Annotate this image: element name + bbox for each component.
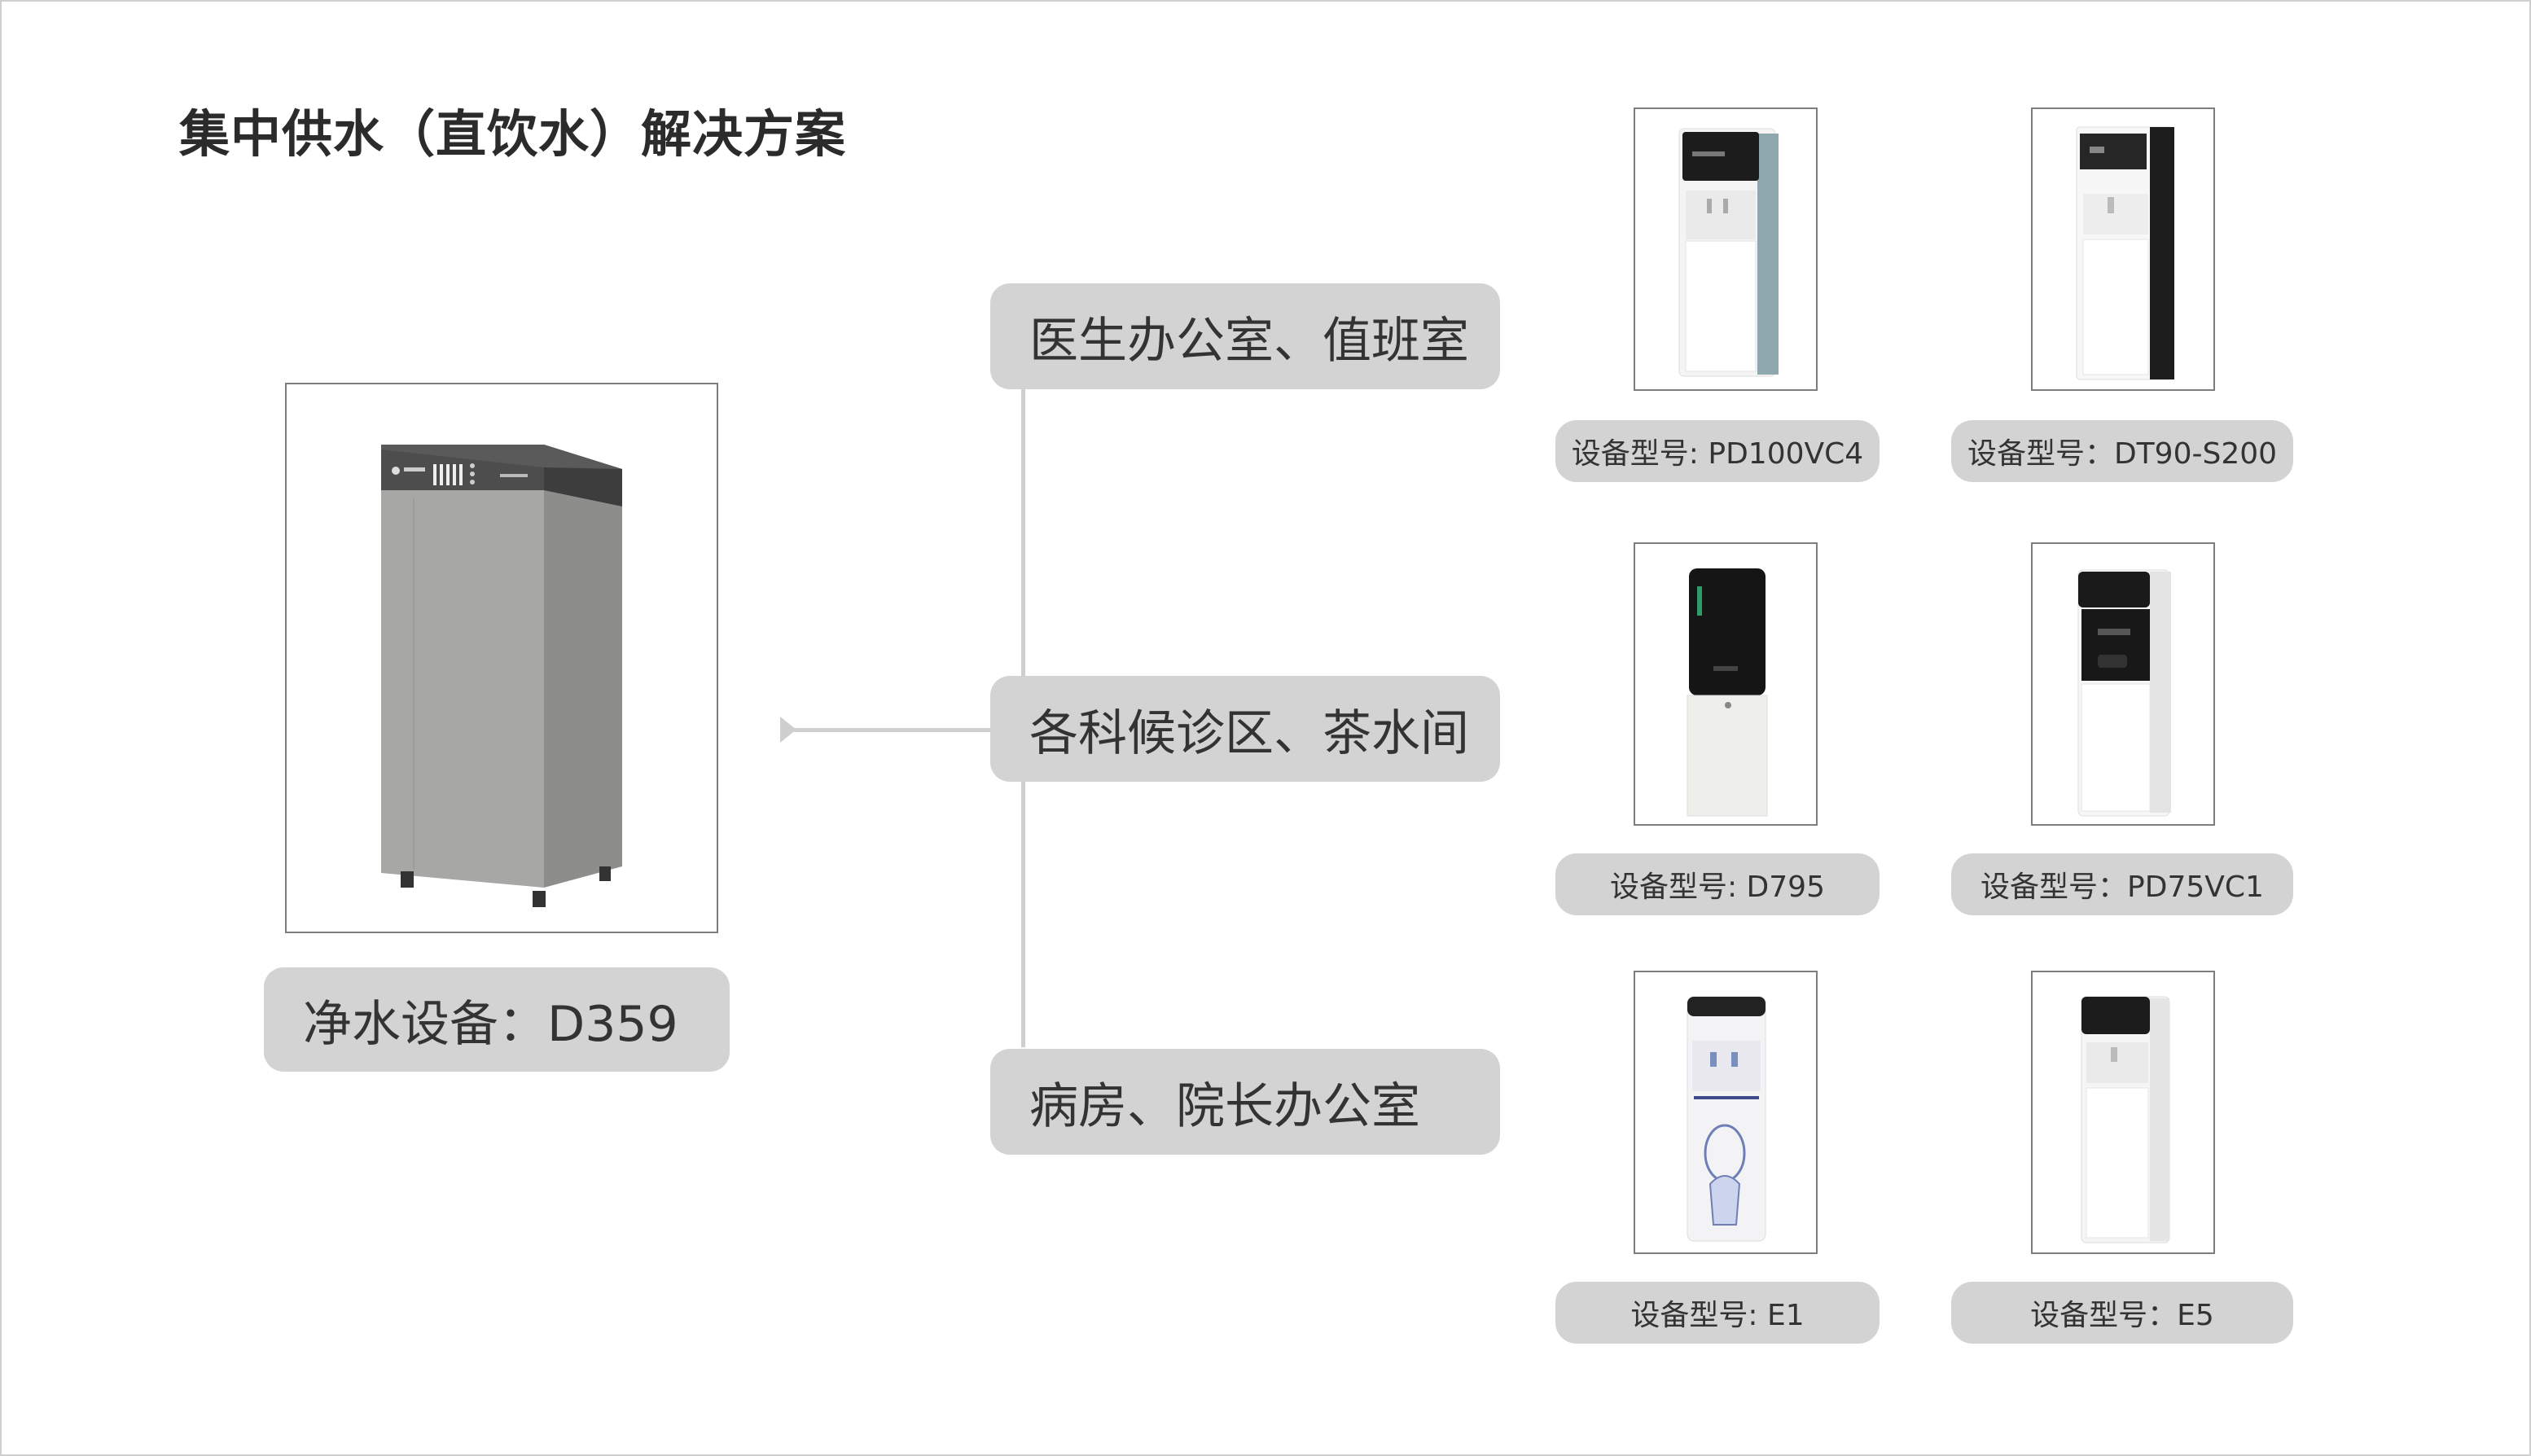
product-image xyxy=(1634,107,1818,391)
connector-line-main xyxy=(793,728,992,732)
water-dispenser-image xyxy=(2076,126,2174,380)
location-pill: 各科候诊区、茶水间 xyxy=(990,676,1500,782)
water-dispenser-image xyxy=(1687,996,1766,1242)
product-image xyxy=(2031,542,2215,826)
main-device-label: 净水设备：D359 xyxy=(264,967,730,1072)
product-image xyxy=(2031,107,2215,391)
page-title: 集中供水（直饮水）解决方案 xyxy=(179,104,847,164)
product-label: 设备型号：E5 xyxy=(1951,1282,2293,1344)
water-dispenser-image xyxy=(2081,996,2170,1243)
location-pill: 医生办公室、值班室 xyxy=(990,283,1500,389)
product-image xyxy=(2031,971,2215,1254)
main-device-image xyxy=(285,383,718,933)
product-label: 设备型号：PD75VC1 xyxy=(1951,853,2293,915)
connector-arrow xyxy=(780,717,796,743)
water-dispenser-image xyxy=(1687,568,1768,817)
purifier-cabinet-image xyxy=(381,445,622,907)
product-label: 设备型号：DT90-S200 xyxy=(1951,420,2293,482)
product-image xyxy=(1634,971,1818,1254)
water-dispenser-image xyxy=(1678,128,1779,377)
product-label: 设备型号: PD100VC4 xyxy=(1555,420,1880,482)
product-label: 设备型号: E1 xyxy=(1555,1282,1880,1344)
water-dispenser-image xyxy=(2077,569,2171,817)
location-pill: 病房、院长办公室 xyxy=(990,1049,1500,1155)
product-image xyxy=(1634,542,1818,826)
product-label: 设备型号: D795 xyxy=(1555,853,1880,915)
